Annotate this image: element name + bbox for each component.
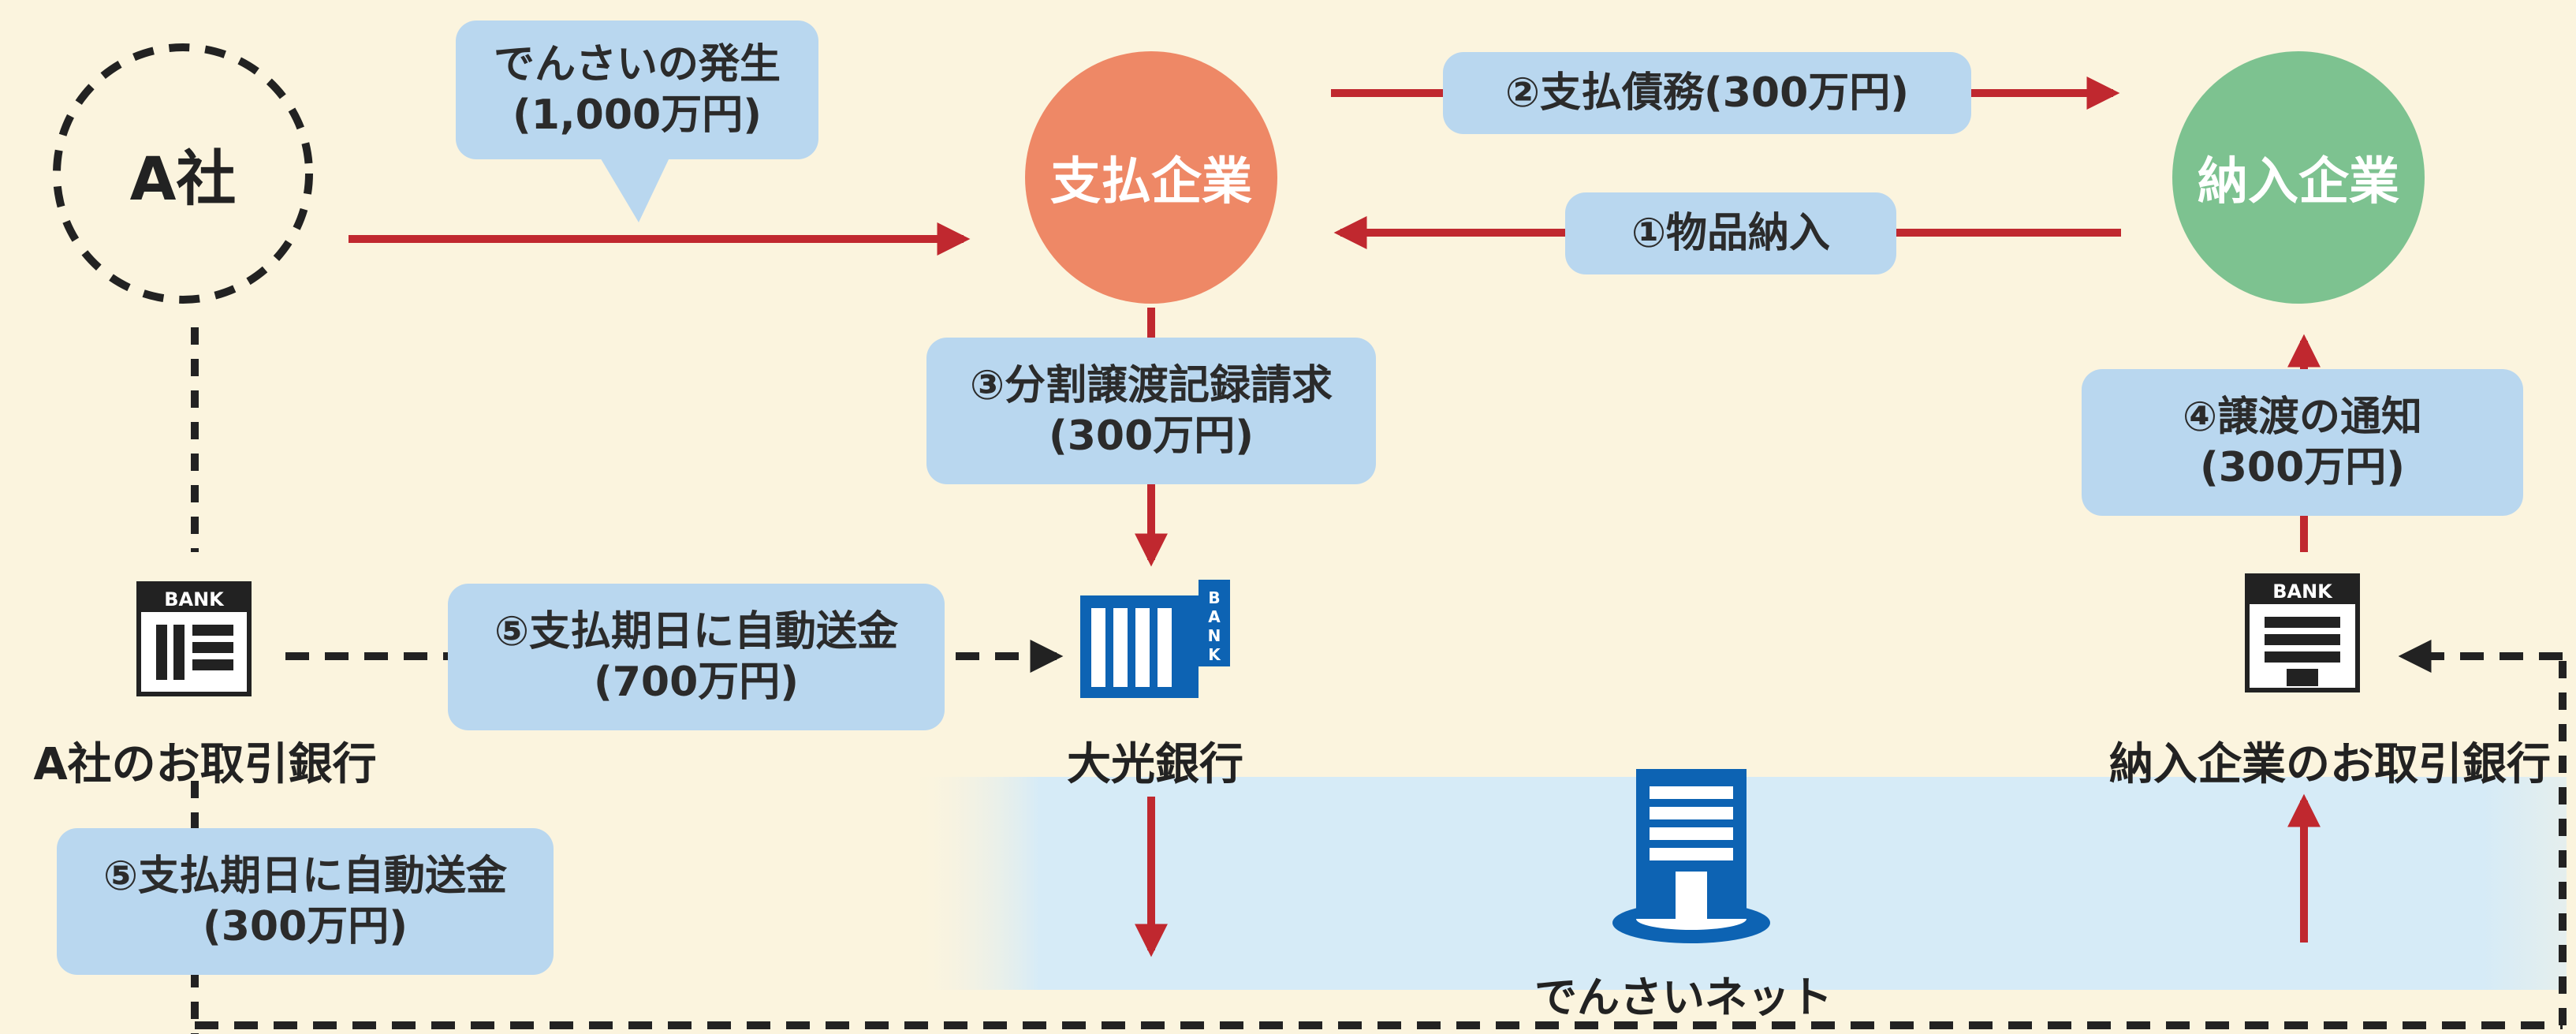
split-transfer-label: ③分割譲渡記録請求 (300万円) bbox=[926, 338, 1376, 484]
svg-text:BANK: BANK bbox=[164, 588, 225, 610]
payment-obligation-label: ②支払債務(300万円) bbox=[1443, 52, 1971, 134]
auto-remit-700-label: ⑤支払期日に自動送金 (700万円) bbox=[448, 584, 945, 730]
company-a-circle bbox=[53, 43, 313, 304]
densai-net-name: でんさいネット bbox=[1534, 972, 1832, 1022]
company-a-label: A社 bbox=[129, 144, 237, 214]
svg-text:N: N bbox=[1208, 626, 1221, 645]
payer-label: 支払企業 bbox=[1050, 153, 1252, 211]
supplier-circle bbox=[2172, 51, 2425, 304]
densai-issue-label: でんさいの発生 (1,000万円) bbox=[456, 21, 818, 159]
taiko-bank-name: 大光銀行 bbox=[1067, 739, 1243, 790]
svg-text:BANK: BANK bbox=[2272, 580, 2333, 603]
company-a-bank-name: A社のお取引銀行 bbox=[33, 739, 377, 790]
issue-bubble-tail bbox=[599, 156, 670, 222]
goods-delivery-label: ①物品納入 bbox=[1565, 192, 1896, 274]
transfer-notice-label: ④譲渡の通知 (300万円) bbox=[2082, 369, 2523, 516]
densai-net-building-icon bbox=[1612, 769, 1770, 943]
company-a-bank-icon: BANK bbox=[136, 581, 252, 696]
supplier-label: 納入企業 bbox=[2198, 153, 2399, 211]
supplier-bank-name: 納入企業のお取引銀行 bbox=[2109, 739, 2551, 790]
svg-text:B: B bbox=[1208, 588, 1220, 607]
densai-issue-line2: (1,000万円) bbox=[512, 91, 762, 139]
taiko-bank-icon: B A N K bbox=[1080, 580, 1230, 698]
svg-text:K: K bbox=[1208, 645, 1221, 664]
supplier-bank-icon: BANK bbox=[2245, 573, 2360, 692]
auto-remit-300-label: ⑤支払期日に自動送金 (300万円) bbox=[57, 828, 554, 975]
svg-text:A: A bbox=[1208, 607, 1221, 626]
densai-issue-line1: でんさいの発生 bbox=[493, 41, 781, 88]
payer-circle bbox=[1025, 51, 1277, 304]
